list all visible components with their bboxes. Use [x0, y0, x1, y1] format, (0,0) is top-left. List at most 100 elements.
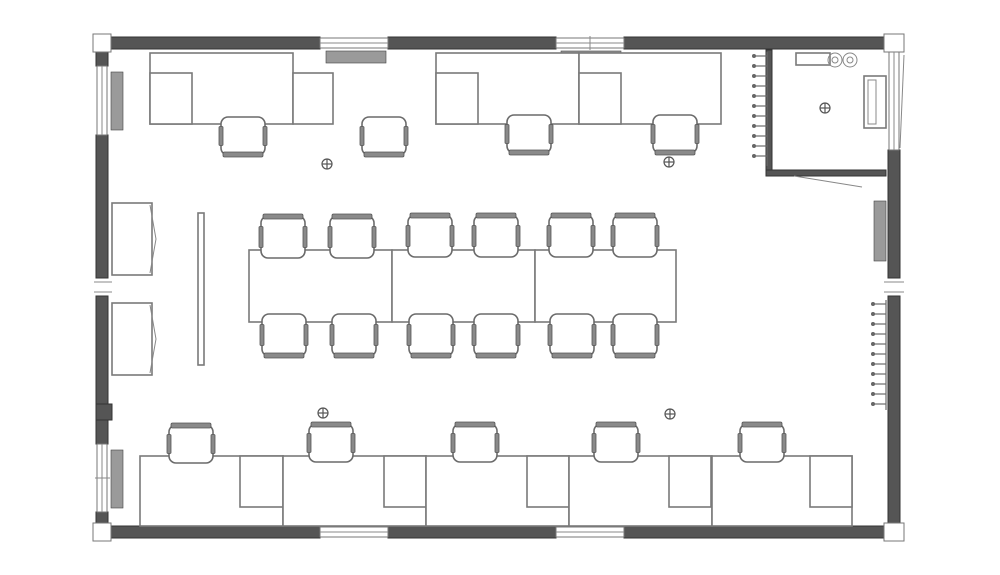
wall-segment	[623, 525, 887, 539]
window	[555, 526, 625, 538]
window	[319, 526, 389, 538]
office-chair-icon	[258, 213, 308, 259]
coat-hook-icon	[752, 154, 767, 158]
wall-segment	[95, 134, 109, 279]
radiator-icon	[325, 50, 387, 64]
office-chair-icon	[166, 422, 216, 464]
table-section	[248, 249, 393, 323]
desk-drawer	[809, 455, 853, 508]
desk-drawer	[383, 455, 427, 508]
table-section	[391, 249, 536, 323]
coat-hook-icon	[871, 382, 886, 386]
office-chair-icon	[306, 421, 356, 463]
coat-hooks-storage	[752, 52, 768, 166]
window	[319, 37, 389, 49]
corner-post	[883, 33, 905, 53]
desk-side-unit	[292, 72, 334, 125]
side-cabinet	[111, 302, 153, 376]
door-swing	[899, 54, 905, 149]
corner-post	[92, 33, 112, 53]
cabinet-door	[867, 79, 877, 125]
meeting-table	[248, 249, 677, 323]
office-chair-icon	[327, 213, 377, 259]
coat-hook-icon	[752, 64, 767, 68]
office-chair-icon	[471, 212, 521, 258]
ceiling-light-icon	[317, 407, 329, 419]
wall-segment	[95, 295, 109, 445]
desk-drawer	[578, 72, 622, 125]
desk-drawer	[149, 72, 193, 125]
office-chair-icon	[504, 114, 554, 156]
desk-drawer	[435, 72, 479, 125]
coat-hook-icon	[752, 104, 767, 108]
ceiling-light-icon	[819, 102, 831, 114]
office-chair-icon	[610, 313, 660, 359]
coat-hook-icon	[752, 144, 767, 148]
ceiling-lights	[317, 156, 676, 420]
door-swing	[793, 175, 863, 188]
wall-pillar	[95, 403, 113, 421]
left-fixtures	[111, 202, 205, 376]
desk-drawer	[239, 455, 284, 508]
wall-segment	[387, 525, 557, 539]
window	[555, 36, 625, 50]
office-chair-icon	[218, 116, 268, 158]
coat-hook-icon	[871, 352, 886, 356]
wall-segment	[887, 295, 901, 539]
coat-hook-icon	[871, 342, 886, 346]
coat-hook-icon	[871, 362, 886, 366]
partition-wall	[765, 169, 887, 177]
coat-hook-icon	[871, 302, 886, 306]
coat-hook-icon	[752, 94, 767, 98]
bottom-workstations	[139, 455, 853, 527]
corner-post	[92, 522, 112, 542]
office-chair-icon	[547, 313, 597, 359]
shelf	[795, 52, 831, 66]
window	[888, 51, 900, 151]
chairs	[166, 114, 787, 464]
window	[96, 65, 108, 136]
coat-hooks-right	[871, 300, 887, 410]
coat-hook-icon	[752, 114, 767, 118]
desk-drawer	[668, 455, 712, 508]
table-section	[534, 249, 677, 323]
window	[95, 443, 110, 513]
wall-segment	[387, 36, 557, 50]
whiteboard	[197, 212, 205, 366]
coat-hook-icon	[871, 312, 886, 316]
coat-hook-icon	[752, 74, 767, 78]
office-chair-icon	[737, 421, 787, 463]
desk-drawer	[526, 455, 570, 508]
office-chair-icon	[591, 421, 641, 463]
ceiling-light-icon	[664, 408, 676, 420]
coat-hook-icon	[752, 124, 767, 128]
wall-segment	[623, 36, 887, 50]
cabinet	[863, 75, 887, 129]
office-chair-icon	[329, 313, 379, 359]
ceiling-light-icon	[321, 158, 333, 170]
coat-hook-icon	[871, 372, 886, 376]
outer-walls	[92, 33, 905, 542]
office-chair-icon	[471, 313, 521, 359]
office-chair-icon	[406, 313, 456, 359]
windows	[95, 36, 900, 538]
office-chair-icon	[359, 116, 409, 158]
wall-segment	[887, 149, 901, 279]
radiator-icon	[110, 71, 124, 131]
sink-icon	[827, 52, 858, 68]
coat-hook-icon	[871, 322, 886, 326]
coat-hook-icon	[871, 332, 886, 336]
office-chair-icon	[546, 212, 596, 258]
radiator-icon	[110, 449, 124, 509]
coat-hook-icon	[752, 134, 767, 138]
office-chair-icon	[450, 421, 500, 463]
office-chair-icon	[405, 212, 455, 258]
corner-post	[883, 522, 905, 542]
top-workstations	[149, 52, 722, 125]
office-chair-icon	[259, 313, 309, 359]
side-cabinet	[111, 202, 153, 276]
storage-room	[765, 49, 905, 188]
coat-hook-icon	[752, 84, 767, 88]
coat-hook-icon	[871, 402, 886, 406]
